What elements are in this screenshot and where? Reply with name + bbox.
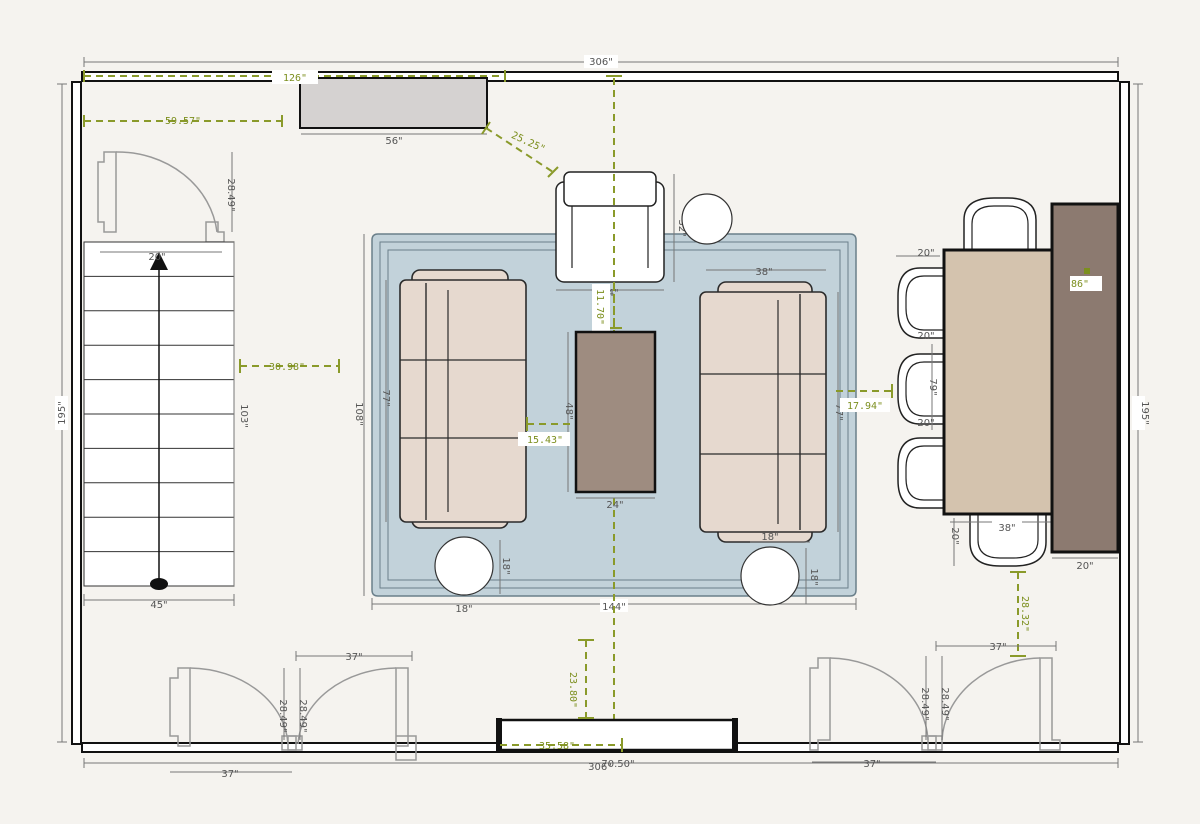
door-right-width-bottom-label: 37" [863, 759, 880, 770]
wall-console: 56" [299, 77, 488, 147]
door-right-width-label: 37" [989, 642, 1006, 653]
console-gap-label: 59.57" [165, 116, 201, 127]
door-right-swing-b-label: 28.49" [939, 687, 950, 720]
dining-chair-low-label: 20" [917, 418, 934, 429]
guide-sofa-to-table: 15.43" [518, 417, 573, 446]
dining-chair-left-1 [897, 267, 945, 339]
console-offset-label: 126" [283, 73, 307, 84]
console-to-chair-label: 25.25" [509, 130, 546, 155]
door-left-swing-a-label: 28.49" [277, 699, 288, 732]
stair-door: 28.49" [97, 151, 236, 243]
coffee-table: 48" 24" [563, 330, 657, 511]
guide-center-axis [606, 75, 622, 745]
guide-console-offset: 126" [83, 70, 506, 84]
right-wall [1119, 81, 1130, 745]
room-height-right-label: 195" [1139, 401, 1150, 425]
door-right-swing-a-label: 28.49" [919, 687, 930, 720]
bench-depth-label: 20" [1076, 561, 1093, 572]
sofa-right-inner-label: 18" [761, 532, 778, 543]
left-wall [71, 81, 82, 745]
table-width-label: 24" [606, 500, 623, 511]
sofa-left: 77" [380, 269, 527, 529]
stair-start-icon [150, 578, 168, 590]
tv-console-width-label: 70.50" [601, 759, 634, 770]
stair-arrow-icon [150, 252, 168, 270]
side-tables-bottom: 18" 18" 18" [434, 536, 819, 615]
sofa-to-table-label: 15.43" [527, 435, 563, 446]
svg-text:20": 20" [148, 252, 165, 263]
dining-chairs [897, 197, 1047, 567]
sofa-right-width-label: 38" [755, 267, 772, 278]
guide-tv-offset: 35.58" [500, 738, 623, 752]
top-wall [81, 71, 1119, 82]
room-width-top-label: 306" [589, 57, 613, 68]
dining-table-width-label: 38" [998, 523, 1015, 534]
guide-stair-to-rug: 30.98" [239, 359, 340, 373]
sofa-to-dining-label: 17.94" [847, 401, 883, 412]
sofa-right: 38" 77" 18" [699, 267, 844, 543]
sofa-right-depth-label: 77" [833, 403, 844, 420]
room-height-left-label: 195" [57, 401, 68, 425]
bench: 86" 20" [1050, 202, 1120, 572]
side-table-top [681, 193, 733, 245]
dining-table: 79" 38" 20" 20" 20" 20" [896, 248, 1072, 566]
door-bottom-right: 37" 37" 28.49" 28.49" [809, 641, 1061, 770]
tv-to-table-label: 23.80" [567, 672, 578, 708]
tv-console: 70.50" [496, 718, 738, 770]
side-table-left-v-label: 18" [500, 557, 511, 574]
door-left-width-label: 37" [345, 652, 362, 663]
sofa-left-depth-label: 77" [380, 389, 391, 406]
dining-table-length-label: 79" [927, 378, 938, 395]
guide-sofa-to-dining: 17.94" [836, 384, 893, 412]
dining-chair-bottom-1 [969, 513, 1047, 567]
door-left-width-bottom-label: 37" [221, 769, 238, 780]
stair-door-swing-label: 28.49" [225, 178, 236, 211]
chair-to-table-label: 11.70" [594, 289, 605, 325]
tv-offset-label: 35.58" [539, 741, 575, 752]
stair-length-label: 103" [238, 404, 249, 428]
bench-length-label: 86" [1071, 279, 1089, 290]
dining-chair-mid-label: 20" [917, 331, 934, 342]
guide-console-gap: 59.57" [83, 115, 283, 127]
staircase: 20" 45" 103" [83, 241, 249, 611]
dining-chair-left-3 [897, 437, 945, 509]
side-table-left [434, 536, 494, 596]
guide-tv-to-table: 23.80" [567, 639, 594, 719]
stair-width-label: 45" [150, 600, 167, 611]
accent-chair-width-label: 32" [676, 219, 687, 236]
side-table-right-v-label: 18" [808, 568, 819, 585]
console-width-label: 56" [385, 136, 402, 147]
door-left-swing-b-label: 28.49" [297, 699, 308, 732]
accent-chair: 24" 32" [555, 171, 687, 299]
dining-to-door-label: 28.32" [1019, 596, 1030, 632]
dining-chair-top-label: 20" [917, 248, 934, 259]
door-bottom-left: 37" 37" 28.49" 28.49" [169, 651, 417, 780]
dining-chair-bottom-label: 20" [949, 527, 960, 544]
table-length-label: 48" [563, 402, 574, 419]
guide-console-to-chair: 25.25" [481, 121, 559, 178]
guide-chair-to-table: 11.70" [592, 284, 622, 339]
guide-dining-to-door: 28.32" [1010, 571, 1030, 657]
side-table-right [740, 546, 800, 606]
room-dimensions: 306" 195" 195" [55, 55, 1150, 768]
dining-chair-top-1 [963, 197, 1037, 251]
stair-to-rug-label: 30.98" [269, 362, 305, 373]
side-table-left-label: 18" [455, 604, 472, 615]
rug-height-label: 108" [353, 402, 364, 426]
room-width-bottom-label: 306" [588, 762, 612, 773]
